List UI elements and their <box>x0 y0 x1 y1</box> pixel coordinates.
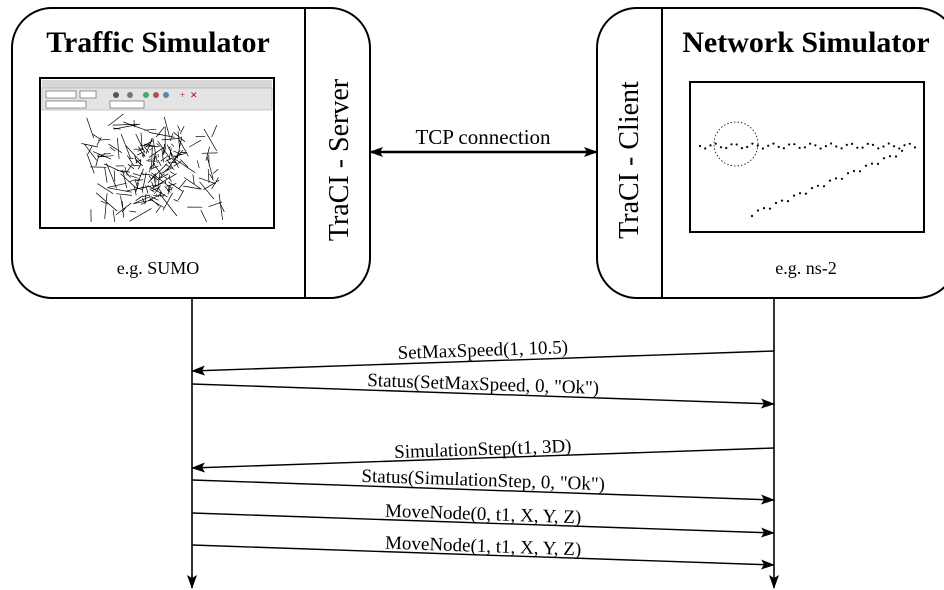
traffic-simulator-title: Traffic Simulator <box>46 26 270 59</box>
message-label-simulationstep: SimulationStep(t1, 3D) <box>394 436 572 463</box>
message-arrow-simulationstep: SimulationStep(t1, 3D) <box>191 436 775 473</box>
message-arrow-setmaxspeed: SetMaxSpeed(1, 10.5) <box>191 337 775 376</box>
svg-text:+: + <box>180 90 185 100</box>
traffic-simulator-caption: e.g. SUMO <box>117 258 200 278</box>
message-label-movenode-0: MoveNode(0, t1, X, Y, Z) <box>385 501 582 529</box>
message-arrow-status-setmaxspeed: Status(SetMaxSpeed, 0, "Ok") <box>191 370 775 409</box>
network-simulator-box: Network Simulator e.g. ns-2 TraCI - Clie… <box>596 7 944 299</box>
message-label-setmaxspeed: SetMaxSpeed(1, 10.5) <box>397 337 568 364</box>
tcp-connection: TCP connection <box>369 125 598 157</box>
message-label-movenode-1: MoveNode(1, t1, X, Y, Z) <box>385 533 582 561</box>
message-arrow-movenode-0: MoveNode(0, t1, X, Y, Z) <box>191 501 775 538</box>
message-label-status-simulationstep: Status(SimulationStep, 0, "Ok") <box>361 466 605 495</box>
sumo-screenshot-image: + ✕ <box>39 77 275 229</box>
traffic-simulator-box: Traffic Simulator e.g. SUMO TraCI - Serv… <box>11 7 371 299</box>
traci-client-label: TraCI - Client <box>614 81 645 239</box>
message-arrow-status-simulationstep: Status(SimulationStep, 0, "Ok") <box>191 466 775 505</box>
tcp-connection-label: TCP connection <box>415 125 551 149</box>
svg-text:✕: ✕ <box>190 90 198 100</box>
network-simulator-title: Network Simulator <box>682 26 929 59</box>
ns2-screenshot-image <box>689 81 925 233</box>
network-simulator-caption: e.g. ns-2 <box>775 258 837 278</box>
message-arrow-movenode-1: MoveNode(1, t1, X, Y, Z) <box>191 533 775 570</box>
traci-server-label: TraCI - Server <box>324 78 355 241</box>
message-label-status-setmaxspeed: Status(SetMaxSpeed, 0, "Ok") <box>367 370 599 399</box>
